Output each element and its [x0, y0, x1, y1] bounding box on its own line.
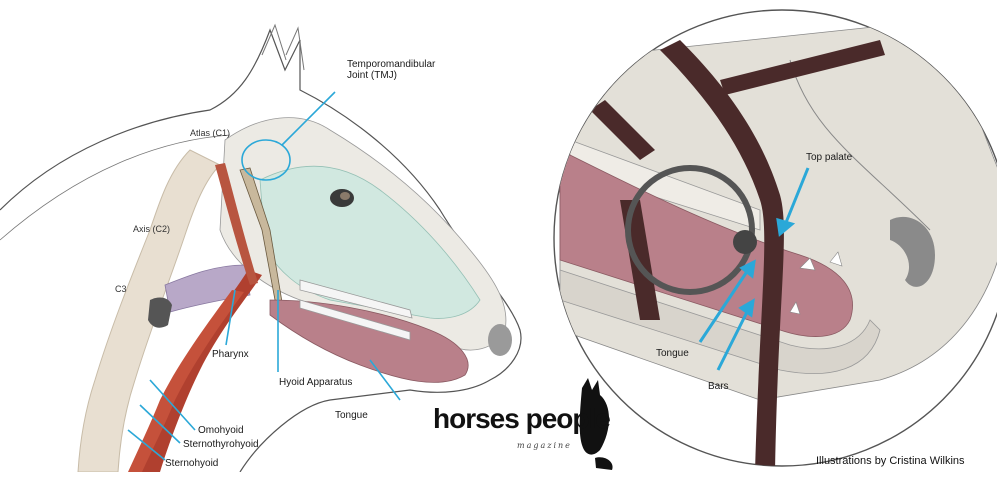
illustration-credit: Illustrations by Cristina Wilkins [816, 455, 965, 467]
sternothyrohyoid-label: Sternothyrohyoid [183, 439, 259, 450]
tongue-label-right: Tongue [656, 348, 689, 359]
logo-brand: horses people [433, 403, 610, 435]
tongue-label-left: Tongue [335, 410, 368, 421]
bit-joint [733, 230, 757, 254]
tmj-label: Temporomandibular Joint (TMJ) [347, 59, 457, 81]
top-palate-label: Top palate [806, 152, 852, 163]
eye-highlight [340, 192, 350, 200]
logo-subtitle: magazine [517, 441, 572, 450]
right-mouth-closeup [554, 10, 997, 472]
sternohyoid-label: Sternohyoid [165, 458, 218, 469]
bars-label: Bars [708, 381, 729, 392]
trachea-end [148, 297, 172, 327]
nostril [488, 324, 512, 356]
atlas-label: Atlas (C1) [190, 128, 230, 139]
c3-label: C3 [115, 284, 127, 295]
omohyoid-label: Omohyoid [198, 425, 244, 436]
pharynx-label: Pharynx [212, 349, 249, 360]
axis-label: Axis (C2) [133, 224, 170, 235]
hyoid-label: Hyoid Apparatus [279, 377, 352, 388]
